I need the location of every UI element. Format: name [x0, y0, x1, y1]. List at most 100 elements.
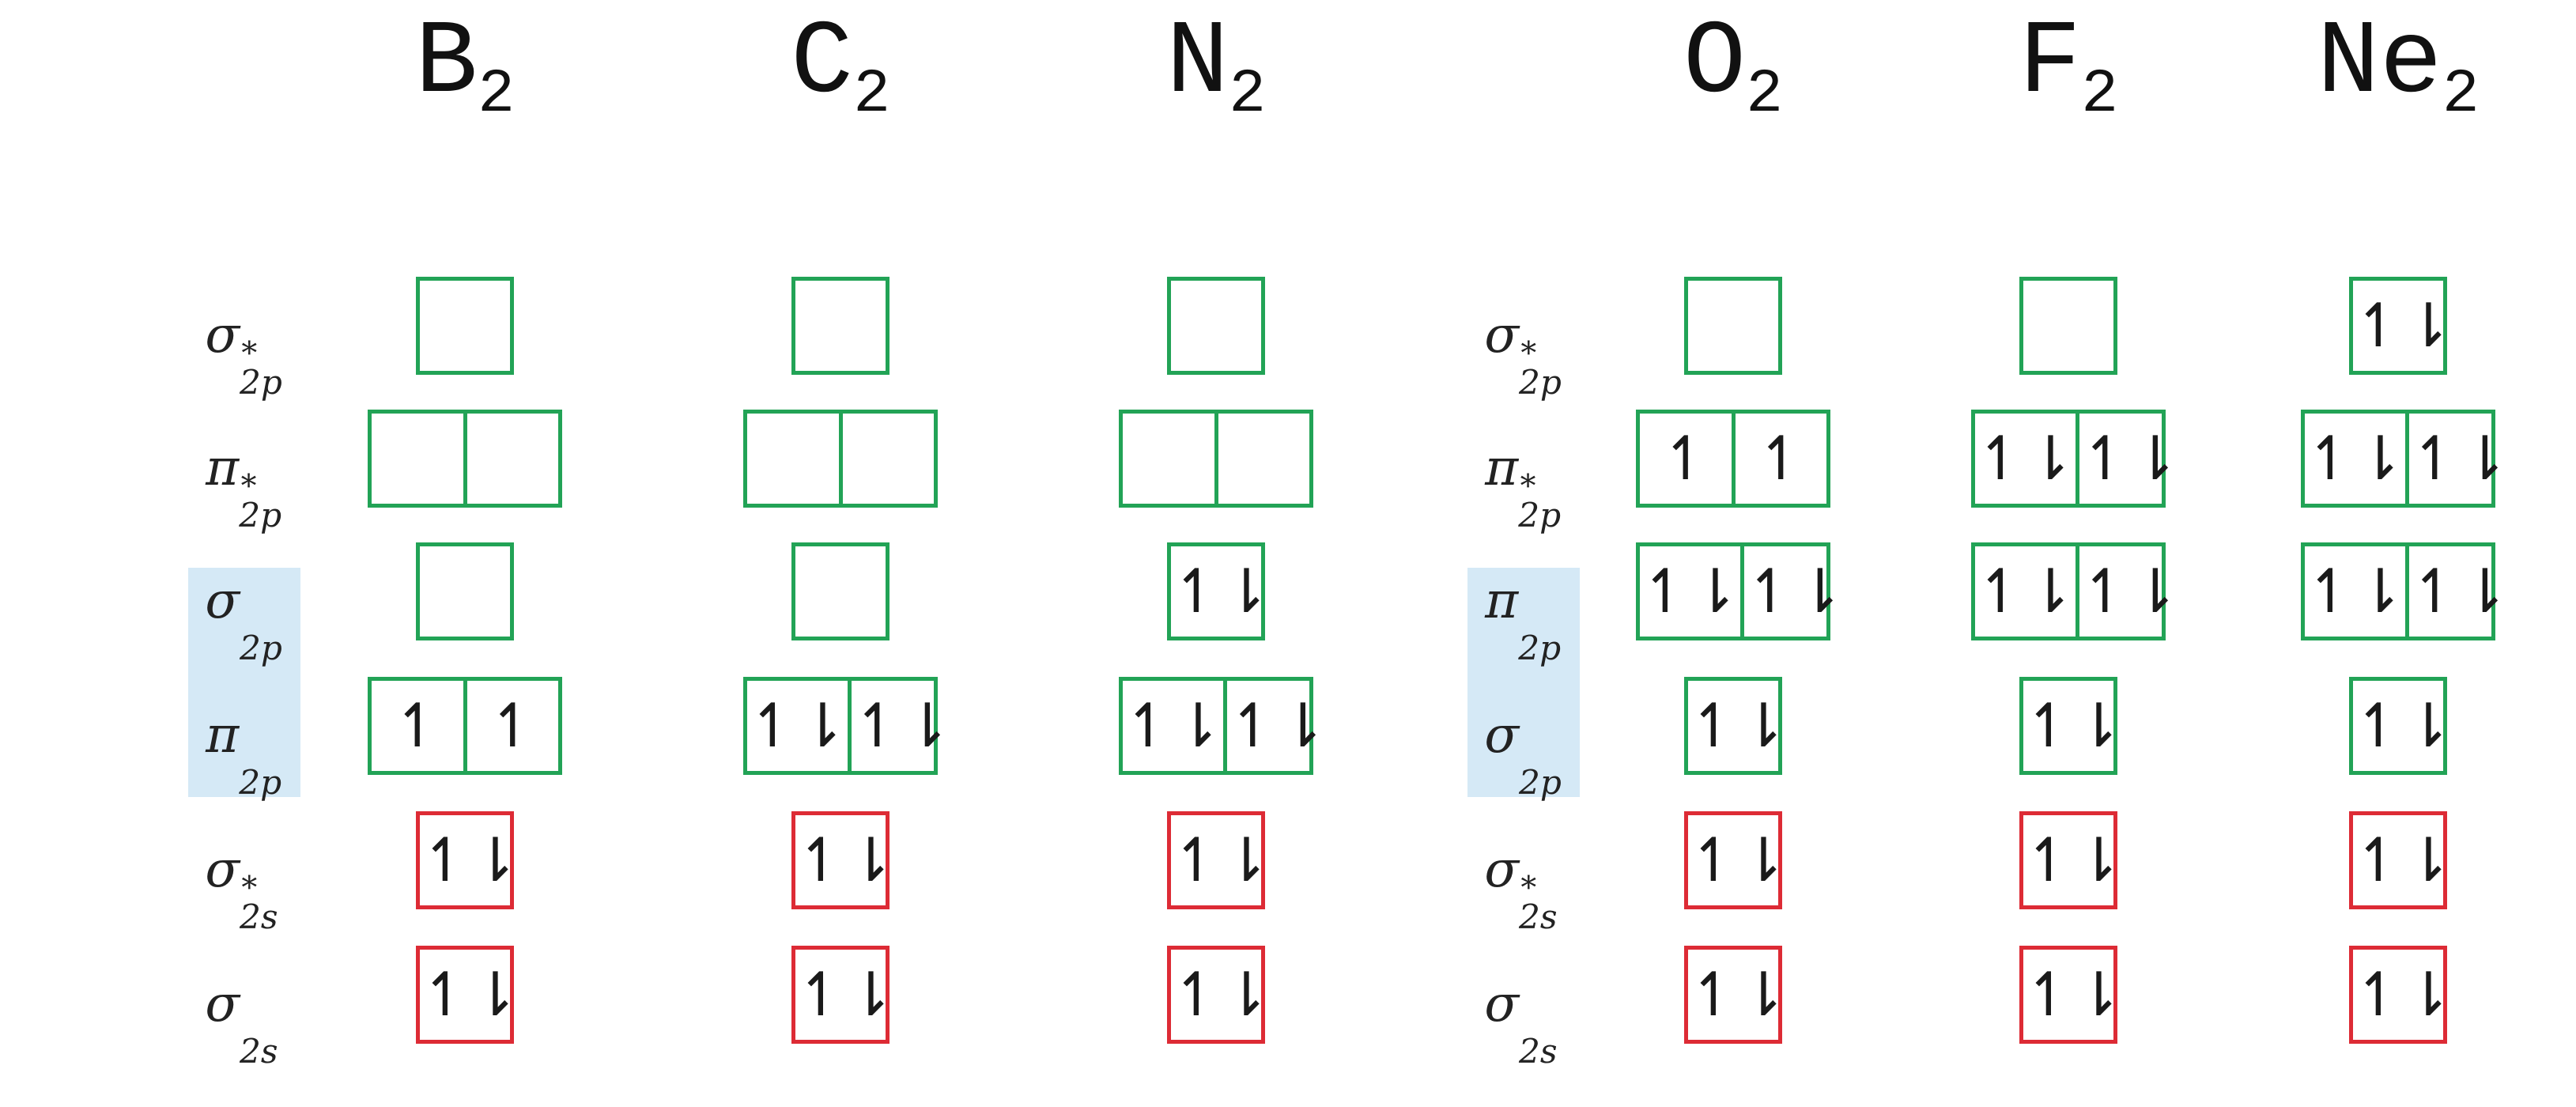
orbital-box: ↿⇂↿⇂ — [1971, 410, 2181, 508]
orbital-symbol: π — [1485, 439, 1519, 497]
orbital-symbol: π — [206, 706, 240, 765]
orbital-symbol: π — [206, 439, 240, 497]
molecule-symbol: B — [414, 4, 478, 123]
electron-cell: ↿⇂ — [2023, 959, 2125, 1030]
highlight-swapped-levels-right — [1467, 568, 1580, 797]
molecule-subscript: 2 — [2081, 59, 2119, 130]
antibonding-star: * — [240, 468, 257, 505]
electron-cell: ↿⇂ — [1223, 681, 1328, 771]
orbital-subscript: 2p — [240, 362, 282, 402]
orbital-box: ↿⇂ — [416, 946, 520, 1044]
orbital-symbol: π — [1485, 572, 1519, 630]
orbital-box: ↿⇂ — [791, 811, 896, 909]
orbital-box: ↿⇂ — [1167, 542, 1271, 640]
electron-cell: ↿ — [1660, 423, 1711, 493]
electron-cell: ↿⇂ — [1688, 959, 1789, 1030]
molecule-subscript: 2 — [1746, 59, 1784, 130]
molecule-symbol: N — [1165, 4, 1229, 123]
orbital-box — [1119, 410, 1313, 508]
electron-cell: ↿⇂ — [1975, 423, 2076, 493]
electron-cell: ↿⇂ — [420, 959, 521, 1030]
electron-cell: ↿ — [391, 690, 443, 761]
electron-cell: ↿ — [1731, 414, 1827, 504]
antibonding-star: * — [1520, 468, 1536, 505]
antibonding-star: * — [1520, 870, 1537, 907]
orbital-box — [791, 542, 890, 640]
orbital-box: ↿⇂↿⇂ — [2301, 410, 2510, 508]
orbital-box: ↿↿ — [1636, 410, 1830, 508]
orbital-box: ↿⇂ — [1684, 811, 1788, 909]
molecule-subscript: 2 — [478, 59, 516, 130]
electron-cell: ↿⇂ — [2405, 546, 2510, 637]
orbital-box — [416, 542, 514, 640]
molecule-symbol: Ne — [2317, 4, 2442, 123]
orbital-box: ↿⇂ — [1167, 811, 1271, 909]
orbital-subscript: 2s — [240, 1031, 278, 1071]
orbital-box — [743, 410, 938, 508]
electron-cell: ↿⇂ — [1688, 825, 1789, 895]
molecule-title-b: B2 — [415, 11, 515, 126]
molecule-symbol: C — [790, 4, 854, 123]
electron-cell — [420, 281, 510, 371]
electron-cell: ↿⇂ — [1640, 556, 1741, 626]
electron-cell — [372, 414, 463, 504]
orbital-box — [2019, 277, 2117, 375]
antibonding-star: * — [241, 335, 258, 372]
electron-cell: ↿⇂ — [2305, 423, 2406, 493]
electron-cell — [795, 281, 886, 371]
orbital-box: ↿⇂↿⇂ — [1636, 542, 1845, 640]
electron-cell — [1123, 414, 1214, 504]
electron-cell: ↿⇂ — [1171, 825, 1272, 895]
electron-cell — [2023, 281, 2113, 371]
molecule-title-n: N2 — [1166, 11, 1266, 126]
electron-cell — [838, 414, 935, 504]
orbital-box — [791, 277, 890, 375]
antibonding-star: * — [1520, 335, 1537, 372]
orbital-box: ↿⇂↿⇂ — [1971, 542, 2181, 640]
electron-cell: ↿⇂ — [795, 825, 897, 895]
electron-cell — [1214, 414, 1310, 504]
orbital-box — [1684, 277, 1782, 375]
orbital-symbol: σ — [1484, 841, 1520, 899]
molecule-title-c: C2 — [791, 11, 890, 126]
orbital-box: ↿⇂ — [791, 946, 896, 1044]
orbital-subscript: 2s — [1519, 1031, 1558, 1071]
orbital-label: σ*2s — [182, 844, 308, 933]
orbital-box: ↿⇂ — [1684, 677, 1788, 775]
molecule-title-f: F2 — [2019, 11, 2118, 126]
electron-cell — [420, 546, 510, 637]
electron-cell: ↿⇂ — [2023, 690, 2125, 761]
molecule-subscript: 2 — [2442, 59, 2480, 130]
orbital-symbol: σ — [1484, 975, 1520, 1033]
electron-cell: ↿⇂ — [2353, 690, 2454, 761]
electron-cell: ↿⇂ — [1171, 959, 1272, 1030]
electron-cell: ↿⇂ — [2305, 556, 2406, 626]
molecule-symbol: F — [2018, 4, 2082, 123]
orbital-box: ↿⇂ — [416, 811, 520, 909]
orbital-box: ↿⇂ — [2019, 677, 2124, 775]
orbital-symbol: σ — [205, 306, 240, 365]
molecule-title-o: O2 — [1683, 11, 1783, 126]
orbital-box: ↿↿ — [368, 677, 562, 775]
orbital-symbol: σ — [205, 841, 240, 899]
electron-cell — [463, 414, 559, 504]
orbital-subscript: 2p — [1518, 628, 1562, 667]
electron-cell: ↿⇂ — [2353, 290, 2454, 361]
orbital-box: ↿⇂↿⇂ — [1119, 677, 1328, 775]
electron-cell: ↿⇂ — [2353, 825, 2454, 895]
electron-cell: ↿⇂ — [2353, 959, 2454, 1030]
orbital-subscript: 2p — [239, 495, 282, 535]
orbital-symbol: σ — [205, 572, 240, 630]
orbital-label: σ*2s — [1461, 844, 1588, 933]
orbital-label: σ*2p — [1461, 310, 1588, 399]
orbital-symbol: σ — [1484, 306, 1520, 365]
electron-cell: ↿⇂ — [2023, 825, 2125, 895]
electron-cell: ↿ — [463, 681, 559, 771]
electron-cell: ↿⇂ — [1975, 556, 2076, 626]
